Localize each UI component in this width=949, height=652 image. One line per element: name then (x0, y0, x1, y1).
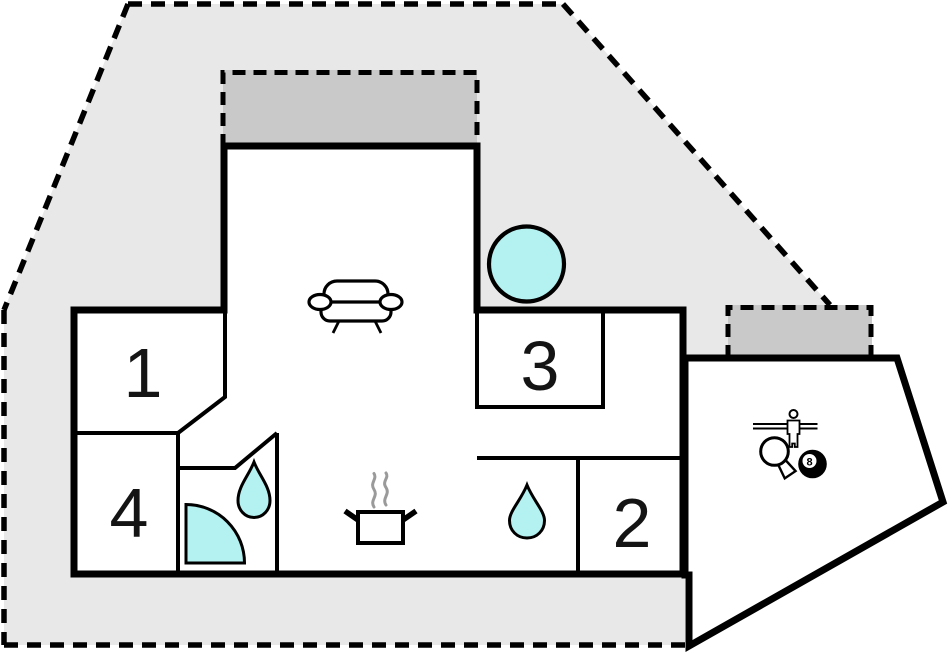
game-room (681, 354, 948, 652)
water-drop-icon (236, 457, 272, 520)
foosball-player-icon (753, 409, 818, 448)
property-boundary (1, 1, 833, 648)
eight-ball-label: 8 (806, 457, 812, 469)
room-4-label: 4 (110, 474, 149, 552)
eight-ball-icon: 8 (798, 449, 827, 479)
hot-tub-icon (486, 224, 567, 304)
interior-walls (74, 310, 683, 574)
shower-icon (184, 502, 247, 565)
stove-pot-icon (343, 471, 418, 545)
table-tennis-paddle-icon (759, 436, 798, 481)
sofa-icon (307, 279, 404, 334)
water-drop-icon (507, 480, 547, 540)
terrace-right (725, 305, 874, 358)
room-3-label: 3 (521, 327, 560, 405)
room-2-label: 2 (613, 484, 652, 562)
room-1-label: 1 (124, 334, 163, 412)
terrace-top (220, 70, 480, 147)
